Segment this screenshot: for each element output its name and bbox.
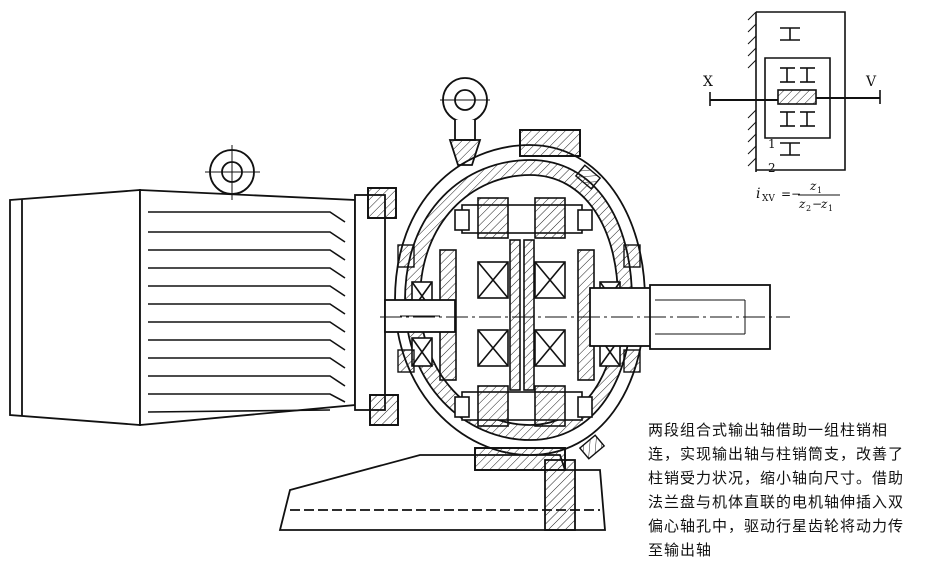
reducer-lifting-eye [440,77,490,166]
figure-caption: 两段组合式输出轴借助一组柱销相 连，实现输出轴与柱销筒支，改善了 柱销受力状况，… [648,418,940,562]
base-foot [278,454,606,531]
ratio-subscript: XV [762,194,775,204]
ratio-formula: i XV =− z 1 z 2 − z 1 [756,179,840,213]
caption-line: 柱销受力状况，缩小轴向尺寸。借助 [648,469,905,487]
ratio-symbol: i [756,186,760,202]
ratio-denominator-minus: − [812,197,822,211]
input-shaft-label: X [703,74,713,90]
ratio-numerator: z [809,179,817,193]
ratio-denominator-b-sub: 1 [828,204,833,213]
caption-line: 法兰盘与机体直联的电机轴伸插入双 [648,493,905,511]
ratio-denominator-a-sub: 2 [806,204,811,213]
motor-lifting-eye [205,145,260,200]
output-shaft-label: V [865,74,877,90]
kinematic-schematic [709,11,881,172]
caption-line: 至输出轴 [648,541,713,559]
ratio-equals: =− [781,187,801,201]
motor [9,187,399,426]
bolts [397,164,641,460]
caption-line: 连，实现输出轴与柱销筒支，改善了 [648,445,905,463]
ratio-denominator-a: z [798,197,806,211]
gear-1-label: 1 [768,137,776,151]
caption-line: 两段组合式输出轴借助一组柱销相 [648,421,889,439]
gear-2-label: 2 [768,161,776,175]
ratio-numerator-sub: 1 [817,186,822,195]
ratio-denominator-b: z [820,197,828,211]
caption-line: 偏心轴孔中，驱动行星齿轮将动力传 [648,517,905,535]
